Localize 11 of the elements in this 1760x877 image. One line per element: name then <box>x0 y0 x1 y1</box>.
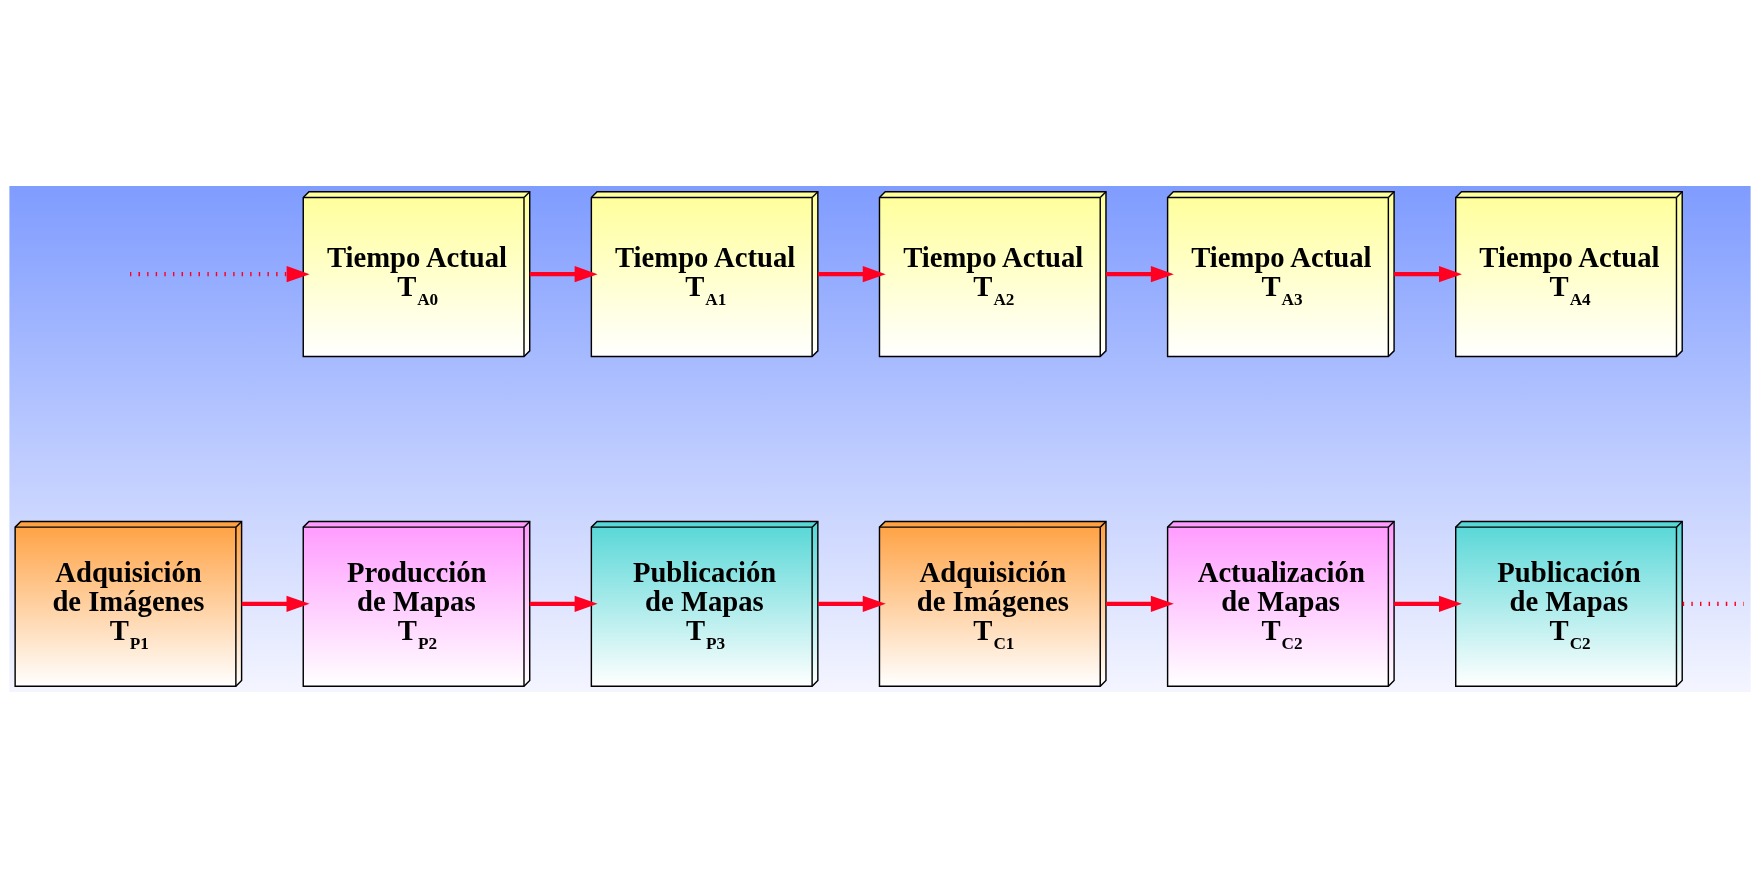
arrow <box>130 265 310 282</box>
arrow <box>529 265 598 282</box>
arrow <box>817 595 886 612</box>
arrow <box>1106 265 1174 282</box>
arrow <box>241 595 310 612</box>
arrow <box>1394 265 1462 282</box>
arrow <box>817 265 886 282</box>
arrow <box>529 595 598 612</box>
arrow <box>1394 595 1462 612</box>
connector <box>1682 601 1744 606</box>
arrow <box>1106 595 1174 612</box>
